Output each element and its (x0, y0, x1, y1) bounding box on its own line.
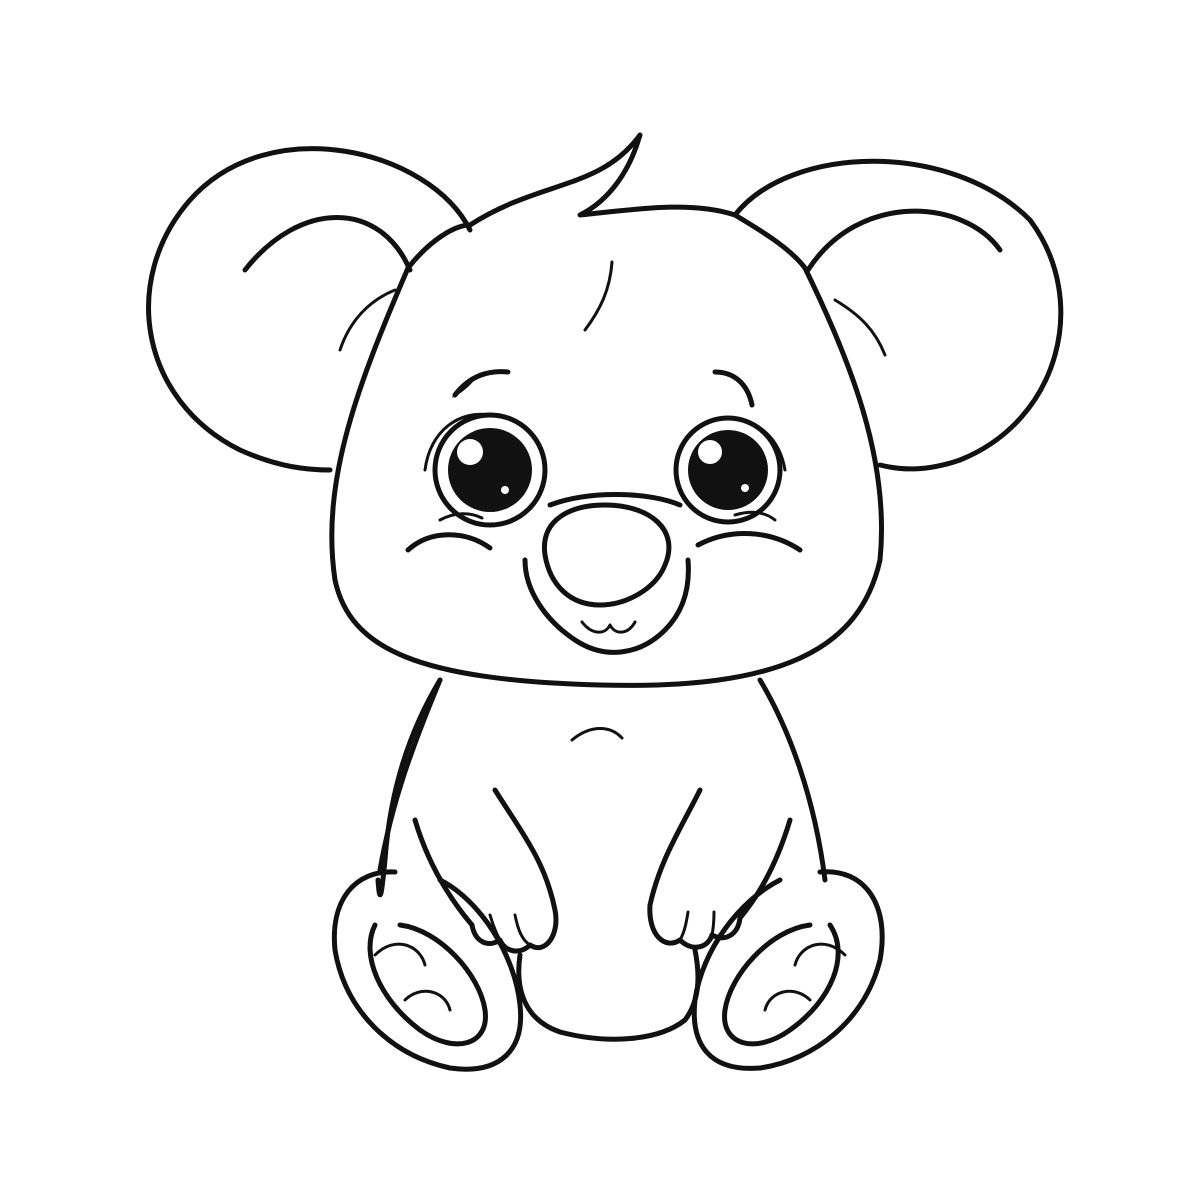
right-eye (673, 415, 787, 525)
left-cheek-line (405, 532, 493, 553)
right-ear (732, 158, 1064, 472)
left-foot (331, 869, 524, 1072)
left-brow (452, 369, 511, 398)
body (375, 677, 828, 1042)
left-brow-tip (452, 376, 478, 398)
left-cheek-dash (438, 512, 484, 522)
right-brow (712, 369, 755, 408)
right-cheek-line (695, 531, 803, 553)
right-cheek-dash (733, 510, 777, 522)
left-eye (423, 412, 548, 528)
right-arm (647, 787, 793, 950)
left-arm (412, 787, 559, 954)
right-foot (691, 869, 885, 1071)
head (329, 132, 885, 688)
nose (522, 492, 691, 655)
left-ear (146, 146, 473, 473)
